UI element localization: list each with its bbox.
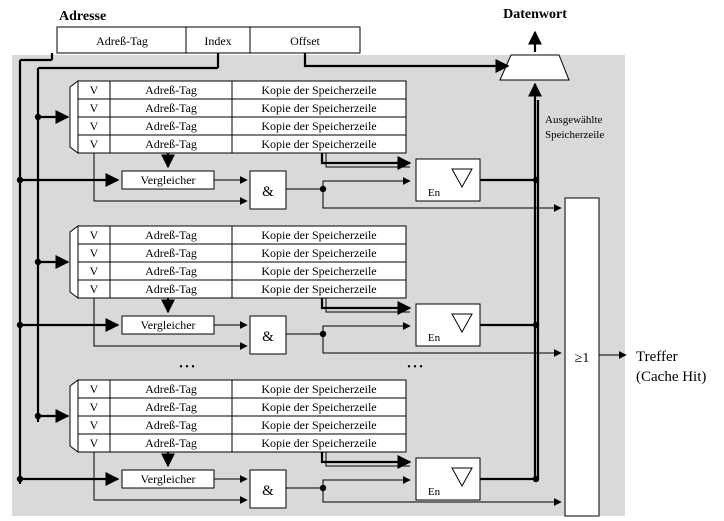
cache-valid-label: V: [90, 246, 99, 260]
selected-line-label-1: Ausgewählte: [545, 114, 603, 126]
cache-tag-label: Adreß-Tag: [145, 83, 197, 97]
cache-tag-label: Adreß-Tag: [145, 282, 197, 296]
and-gate: [249, 469, 287, 509]
output-label-2: (Cache Hit): [636, 369, 706, 385]
cache-data-cell: [231, 134, 407, 154]
dataword-junction: [532, 321, 540, 329]
ellipsis-right: • • •: [407, 362, 423, 373]
cache-data-label: Kopie der Speicherzeile: [261, 137, 376, 151]
cache-tag-label: Adreß-Tag: [145, 101, 197, 115]
dataword-junction: [532, 176, 540, 184]
cache-data-label: Kopie der Speicherzeile: [261, 418, 376, 432]
and-gate-label: &: [262, 483, 274, 499]
or-gate: [564, 197, 600, 517]
cache-data-label: Kopie der Speicherzeile: [261, 282, 376, 296]
cache-valid-label: V: [90, 264, 99, 278]
cache-tag-label: Adreß-Tag: [145, 264, 197, 278]
cache-valid-label: V: [90, 400, 99, 414]
buffer-triangle-icon: [451, 313, 473, 334]
enable-label: En: [428, 486, 441, 498]
cache-tag-label: Adreß-Tag: [145, 418, 197, 432]
output-label-1: Treffer: [636, 349, 678, 365]
and-gate-label: &: [262, 184, 274, 200]
cache-valid-label: V: [90, 101, 99, 115]
enable-label: En: [428, 187, 441, 199]
buffer-triangle-icon: [451, 467, 473, 488]
cache-tag-label: Adreß-Tag: [145, 382, 197, 396]
selected-line-label-2: Speicherzeile: [545, 129, 604, 141]
comparator-label: Vergleicher: [140, 173, 195, 187]
dataword-junction: [532, 475, 540, 483]
table-bracket: [69, 225, 79, 299]
ellipsis-left: • • •: [179, 362, 195, 373]
cache-valid-label: V: [90, 137, 99, 151]
cache-data-label: Kopie der Speicherzeile: [261, 436, 376, 450]
cache-data-label: Kopie der Speicherzeile: [261, 83, 376, 97]
cache-valid-label: V: [90, 436, 99, 450]
cache-tag-label: Adreß-Tag: [145, 228, 197, 242]
cache-valid-label: V: [90, 83, 99, 97]
cache-data-label: Kopie der Speicherzeile: [261, 246, 376, 260]
tristate-buffer: [415, 303, 481, 347]
cache-valid-label: V: [90, 418, 99, 432]
cache-tag-label: Adreß-Tag: [145, 246, 197, 260]
cache-tag-label: Adreß-Tag: [145, 137, 197, 151]
cache-data-label: Kopie der Speicherzeile: [261, 119, 376, 133]
cache-valid-label: V: [90, 119, 99, 133]
dataword-label: Datenwort: [503, 7, 567, 22]
cache-data-label: Kopie der Speicherzeile: [261, 264, 376, 278]
or-gate-label: ≥1: [575, 351, 590, 366]
cache-tag-label: Adreß-Tag: [145, 119, 197, 133]
and-gate: [249, 170, 287, 210]
address-field-tag: Adreß-Tag: [96, 34, 148, 48]
table-bracket: [69, 379, 79, 453]
address-field-index: Index: [204, 34, 231, 48]
address-field-offset: Offset: [290, 34, 320, 48]
address-register: [56, 26, 361, 54]
and-gate: [249, 315, 287, 355]
cache-data-cell: [231, 433, 407, 453]
cache-data-label: Kopie der Speicherzeile: [261, 228, 376, 242]
cache-data-cell: [231, 279, 407, 299]
and-gate-label: &: [262, 329, 274, 345]
cache-data-label: Kopie der Speicherzeile: [261, 382, 376, 396]
comparator-label: Vergleicher: [140, 472, 195, 486]
enable-label: En: [428, 332, 441, 344]
cache-tag-label: Adreß-Tag: [145, 436, 197, 450]
comparator-label: Vergleicher: [140, 318, 195, 332]
dataword-multiplexer: [499, 54, 570, 81]
table-bracket: [69, 80, 79, 154]
buffer-triangle-icon: [451, 168, 473, 189]
tristate-buffer: [415, 158, 481, 202]
cache-data-label: Kopie der Speicherzeile: [261, 101, 376, 115]
tristate-buffer: [415, 457, 481, 501]
cache-valid-label: V: [90, 382, 99, 396]
cache-valid-label: V: [90, 228, 99, 242]
cache-valid-label: V: [90, 282, 99, 296]
address-title: Adresse: [59, 9, 106, 24]
cache-tag-label: Adreß-Tag: [145, 400, 197, 414]
cache-data-label: Kopie der Speicherzeile: [261, 400, 376, 414]
